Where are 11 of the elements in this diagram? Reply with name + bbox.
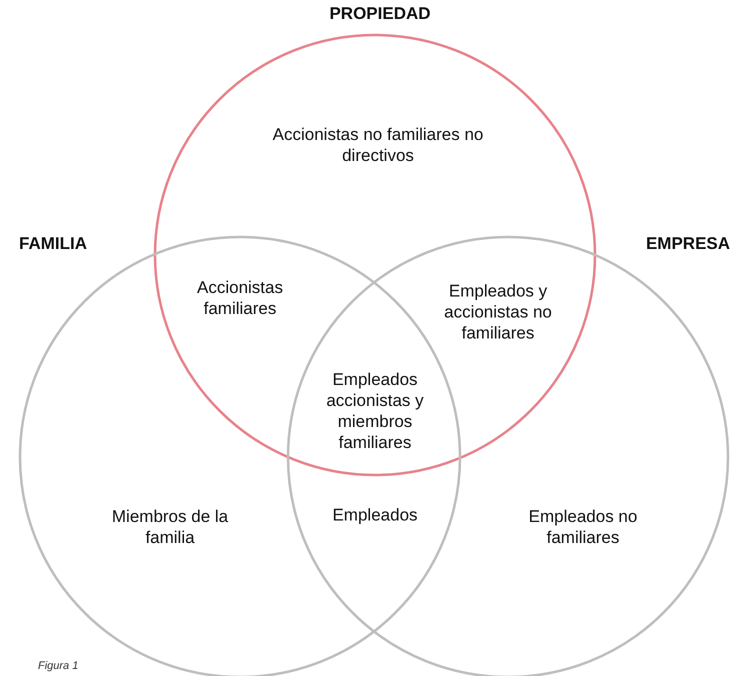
set-heading: PROPIEDAD bbox=[329, 4, 431, 24]
figure-caption: Figura 1 bbox=[38, 660, 78, 672]
set-heading: EMPRESA bbox=[646, 234, 730, 254]
region-label: Empleados no familiares bbox=[528, 506, 638, 548]
region-label: Accionistas no familiares no directivos bbox=[272, 124, 484, 166]
region-label: Miembros de la familia bbox=[110, 506, 230, 548]
region-label: Empleados accionistas y miembros familiares bbox=[325, 369, 425, 453]
region-label: Accionistas familiares bbox=[196, 277, 284, 319]
region-label: Empleados y accionistas no familiares bbox=[443, 280, 553, 344]
region-label: Empleados bbox=[331, 504, 419, 526]
set-heading: FAMILIA bbox=[19, 234, 87, 254]
